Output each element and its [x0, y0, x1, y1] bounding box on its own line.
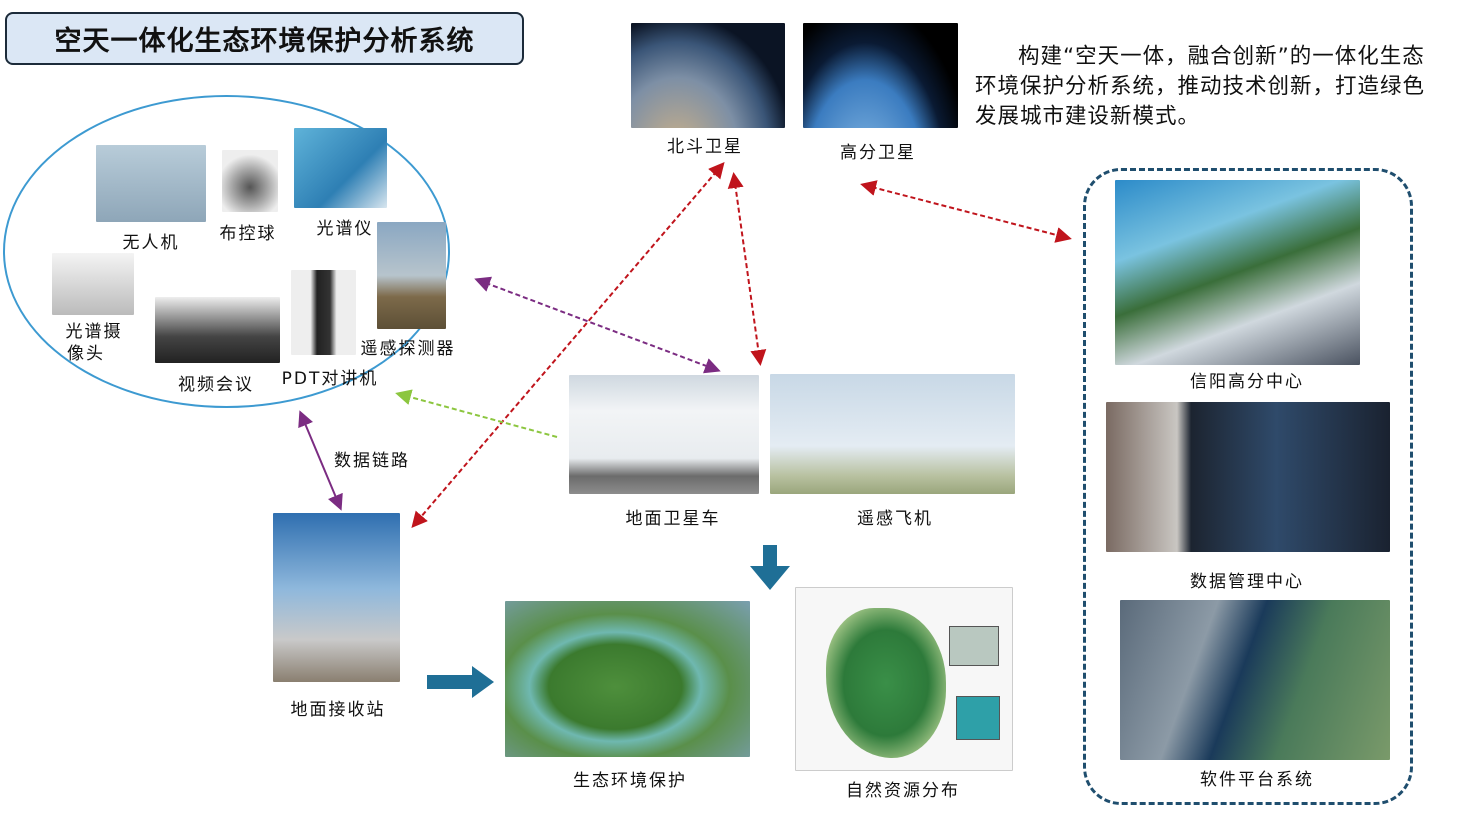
- video-conference-image: [155, 297, 280, 363]
- spectral-camera-label-line2: 像头: [67, 344, 105, 364]
- data-link-label: 数据链路: [334, 451, 410, 471]
- page-title: 空天一体化生态环境保护分析系统: [5, 12, 524, 65]
- resource-distribution-label: 自然资源分布: [846, 781, 960, 801]
- xinyang-center-label: 信阳高分中心: [1190, 372, 1304, 392]
- gaofen-satellite-image: [803, 23, 958, 128]
- intro-text: 构建“空天一体，融合创新”的一体化生态环境保护分析系统，推动技术创新，打造绿色发…: [975, 44, 1426, 129]
- gaofen-to-centers-link: [860, 180, 1072, 243]
- software-platform-label: 软件平台系统: [1200, 770, 1314, 790]
- devices-to-vehicles-link: [474, 276, 721, 374]
- gaofen-satellite-label: 高分卫星: [840, 143, 916, 163]
- video-conference-label: 视频会议: [178, 375, 254, 395]
- remote-sensing-plane-label: 遥感飞机: [857, 509, 933, 529]
- drone-image: [96, 145, 206, 222]
- drone-label: 无人机: [122, 233, 180, 253]
- ecology-protection-image: [505, 601, 750, 757]
- down-arrow-icon: [750, 545, 790, 590]
- remote-sensing-plane-image: [770, 374, 1015, 494]
- beidou-to-ground-station-link: [411, 161, 725, 529]
- ground-station-image: [273, 513, 400, 682]
- beidou-to-vehicles-link: [727, 172, 767, 366]
- spectral-camera-label-line1: 光谱摄: [65, 322, 123, 342]
- beidou-satellite-label: 北斗卫星: [667, 137, 743, 157]
- software-platform-image: [1120, 600, 1390, 760]
- data-link-arrow: [298, 410, 343, 511]
- spectrometer-image: [294, 128, 387, 208]
- data-center-image: [1106, 402, 1390, 552]
- xinyang-center-image: [1115, 180, 1360, 365]
- resource-distribution-map: [795, 587, 1013, 771]
- beidou-satellite-image: [631, 23, 785, 128]
- ecology-protection-label: 生态环境保护: [573, 771, 687, 791]
- centers-dashed-box: [1083, 168, 1413, 805]
- ball-camera-image: [222, 150, 278, 212]
- data-center-label: 数据管理中心: [1190, 572, 1304, 592]
- spectrometer-label: 光谱仪: [316, 219, 374, 239]
- truck-to-devices-link: [395, 389, 558, 438]
- ball-camera-label: 布控球: [219, 224, 277, 244]
- ground-station-label: 地面接收站: [290, 700, 386, 720]
- right-arrow-icon: [427, 666, 494, 698]
- spectral-camera-image: [52, 253, 134, 315]
- pdt-radio-image: [291, 270, 356, 355]
- pdt-radio-label: PDT对讲机: [281, 369, 379, 389]
